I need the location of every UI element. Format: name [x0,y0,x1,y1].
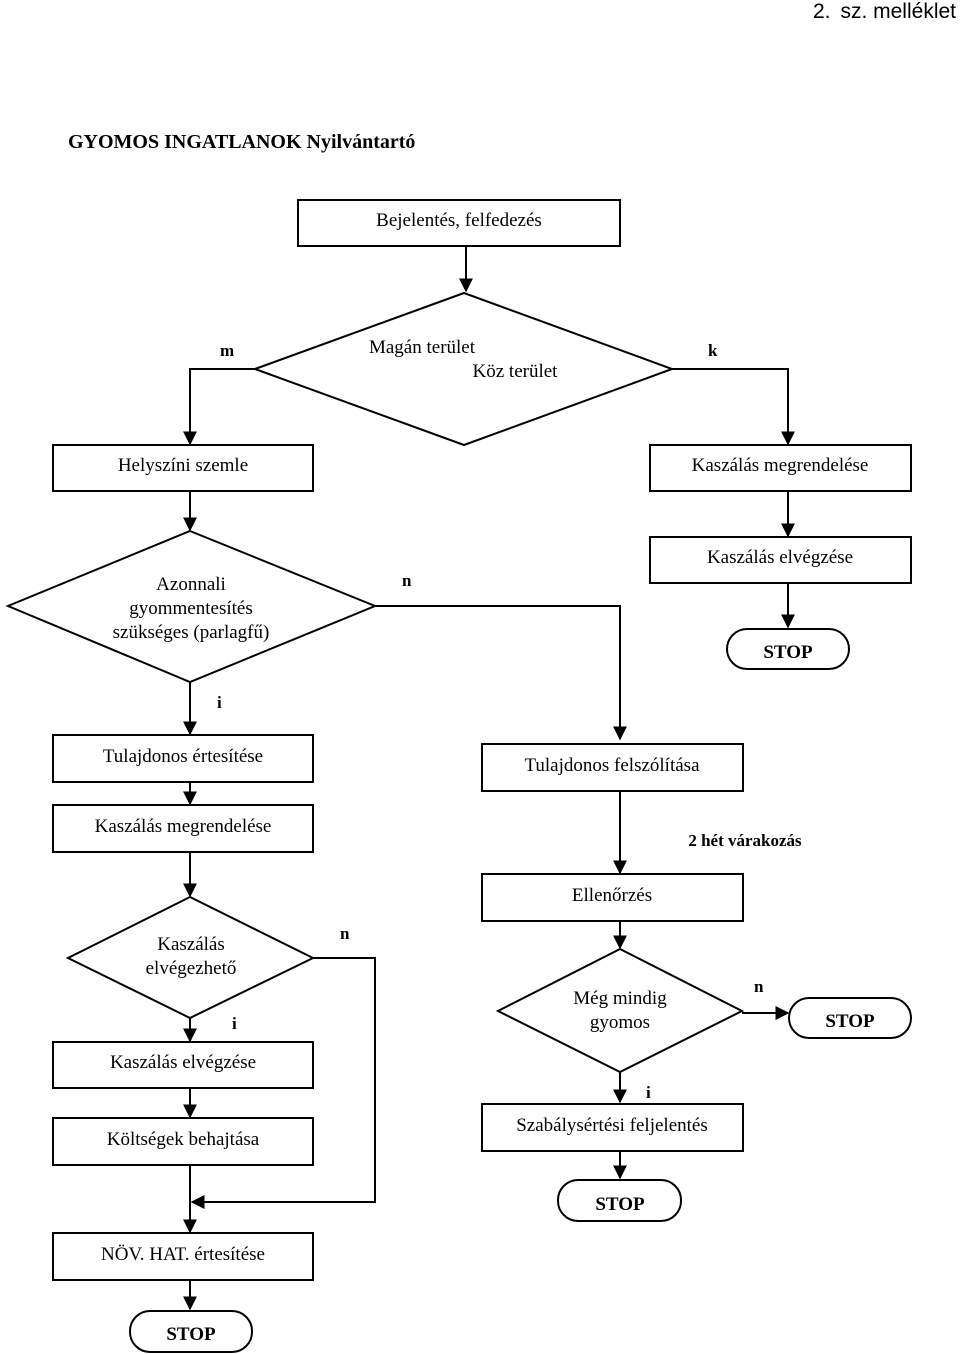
process-bejelentes: Bejelentés, felfedezés [297,199,621,247]
process-koltsegek-behajtasa: Költségek behajtása [52,1117,314,1166]
process-szabalysertesi-feljelentes: Szabálysértési feljelentés [481,1103,744,1152]
edge-label-i-elvegezheto: i [232,1014,237,1033]
edge-label-m: m [220,341,234,360]
process-kaszalas-megrendelese-kozterulet: Kaszálás megrendelése [649,444,912,492]
process-helyszini-szemle-label: Helyszíni szemle [118,455,248,476]
page-title: GYOMOS INGATLANOK Nyilvántartó [68,131,416,153]
edge-label-k: k [708,341,718,360]
process-kaszalas-elvegzese-label: Kaszálás elvégzése [110,1052,256,1073]
decision-azonnali: Azonnali gyommentesítés szükséges (parla… [5,529,378,684]
annex-number: 2. [812,0,831,23]
decision-terulet-label-magan: Magán terület [369,337,476,358]
annex-label: 2. sz. melléklet [803,0,956,24]
decision-azonnali-label-3: szükséges (parlagfű) [113,622,270,643]
process-kaszalas-megrendelese: Kaszálás megrendelése [52,804,314,853]
edge-label-n-azonnali: n [402,571,412,590]
process-szabalysertesi-feljelentes-label: Szabálysértési feljelentés [516,1115,708,1136]
terminator-stop-meg-mindig-label: STOP [825,1011,875,1032]
decision-elvegezheto-label-2: elvégezhető [146,958,237,979]
terminator-stop-kozterulet-label: STOP [763,642,813,663]
terminator-stop-szabalysertesi-label: STOP [595,1194,645,1215]
process-helyszini-szemle: Helyszíni szemle [52,444,314,492]
terminator-stop-final: STOP [129,1310,253,1353]
terminator-stop-szabalysertesi: STOP [557,1179,682,1222]
process-ellenorzes: Ellenőrzés [481,873,744,922]
edge-label-n-meg-mindig: n [754,977,764,996]
edge-label-n-elvegezheto: n [340,924,350,943]
annex-text: sz. melléklet [840,0,956,23]
decision-terulet: Magán terület Köz terület [252,291,675,447]
process-koltsegek-behajtasa-label: Költségek behajtása [107,1129,260,1150]
decision-elvegezheto-label-1: Kaszálás [157,934,225,955]
terminator-stop-meg-mindig: STOP [788,997,912,1039]
process-nov-hat-ertesitese-label: NÖV. HAT. értesítése [101,1244,265,1265]
edge-label-i-meg-mindig: i [646,1083,651,1102]
process-bejelentes-label: Bejelentés, felfedezés [376,210,542,231]
decision-terulet-label-koz: Köz terület [473,361,559,382]
process-nov-hat-ertesitese: NÖV. HAT. értesítése [52,1232,314,1281]
connector-terulet-to-helyszini [183,368,255,446]
terminator-stop-kozterulet: STOP [726,628,850,670]
connector-azonnali-to-felszolitas [375,605,627,741]
process-kaszalas-megrendelese-label: Kaszálás megrendelése [95,816,272,837]
decision-azonnali-label-2: gyommentesítés [129,598,252,619]
process-tulajdonos-felszolitasa: Tulajdonos felszólítása [481,743,744,792]
decision-elvegezheto: Kaszálás elvégezhető [65,895,316,1020]
waiting-note: 2 hét várakozás [688,831,802,850]
connectors [183,246,795,1311]
decision-meg-mindig-gyomos: Még mindig gyomos [495,947,745,1074]
connector-terulet-to-kaszalas-megrendelese-k [672,368,795,446]
process-kaszalas-elvegzese-kozterulet-label: Kaszálás elvégzése [707,547,853,568]
decision-meg-mindig-label-1: Még mindig [573,988,667,1009]
connector-elvegezheto-no-loop [190,957,376,1209]
edge-label-i-azonnali: i [217,693,222,712]
process-kaszalas-megrendelese-kozterulet-label: Kaszálás megrendelése [692,455,869,476]
process-kaszalas-elvegzese: Kaszálás elvégzése [52,1041,314,1089]
process-ellenorzes-label: Ellenőrzés [572,885,652,906]
process-kaszalas-elvegzese-kozterulet: Kaszálás elvégzése [649,536,912,584]
terminator-stop-final-label: STOP [166,1324,216,1345]
decision-meg-mindig-label-2: gyomos [590,1012,650,1033]
edge-labels: m k n i n i n i 2 hét várakozás [217,341,802,1102]
decision-azonnali-label-1: Azonnali [156,574,226,595]
process-tulajdonos-felszolitasa-label: Tulajdonos felszólítása [524,755,700,776]
process-tulajdonos-ertesitese: Tulajdonos értesítése [52,734,314,783]
process-tulajdonos-ertesitese-label: Tulajdonos értesítése [103,746,263,767]
